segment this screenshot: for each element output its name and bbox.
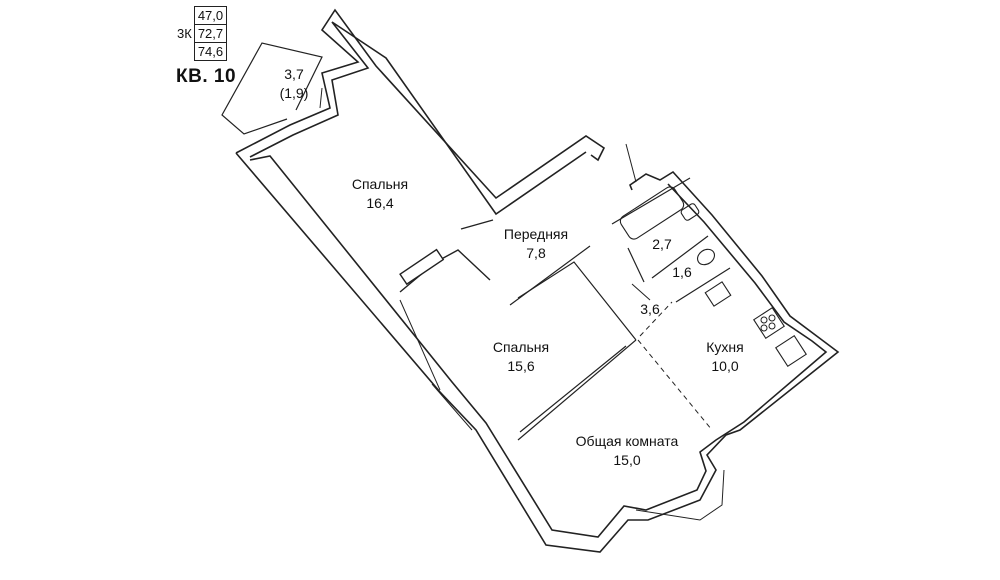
- type-cell-blank-1: [177, 6, 195, 25]
- room-area: 7,8: [526, 245, 546, 261]
- outer-wall-inner: [249, 21, 587, 216]
- wall-bed2-living: [517, 339, 637, 441]
- door-swing-2: [631, 283, 651, 301]
- apartment-number: КВ. 10: [176, 66, 237, 87]
- room-label-living-room: Общая комната 15,0: [562, 432, 692, 470]
- toilet-bowl: [696, 248, 716, 266]
- dashed-divider: [637, 339, 713, 431]
- wall-bed2-living-b: [519, 345, 627, 433]
- room-area: 15,0: [613, 452, 641, 468]
- sink: [680, 203, 700, 221]
- stove: [753, 307, 785, 339]
- dashed-divider-2: [639, 301, 673, 337]
- window-left-2: [431, 383, 473, 431]
- room-label-hallway: Передняя 7,8: [496, 225, 576, 263]
- kitchen-sink: [704, 281, 732, 307]
- room-label-toilet: 1,6: [666, 263, 698, 282]
- room-area: 10,0: [711, 358, 739, 374]
- room-name: Передняя: [503, 226, 569, 242]
- wall-hall-bed2-b: [517, 261, 637, 341]
- room-name: Спальня: [351, 176, 409, 192]
- area-table: 47,0 3К 72,7 74,6: [177, 6, 228, 61]
- wall-toilet: [651, 235, 709, 279]
- area-living: 47,0: [193, 6, 228, 25]
- room-area: 1,6: [672, 264, 692, 280]
- room-name: Спальня: [492, 339, 550, 355]
- wall-block-1: [399, 248, 445, 286]
- room-area: 2,7: [652, 236, 672, 252]
- window-left: [399, 299, 441, 391]
- type-cell-blank-2: [177, 42, 195, 61]
- room-area: 15,6: [507, 358, 535, 374]
- room-subarea: (1,9): [279, 85, 309, 101]
- room-name: Кухня: [706, 339, 744, 355]
- balcony-outline: [221, 42, 323, 135]
- door-swing-1: [625, 143, 637, 183]
- room-label-bedroom-1: Спальня 16,4: [340, 175, 420, 213]
- wall-hall-right: [627, 247, 645, 283]
- fridge: [775, 335, 807, 367]
- room-area: 16,4: [366, 195, 394, 211]
- outer-wall: [235, 8, 606, 200]
- bay-window: [635, 469, 725, 521]
- apartment-type: 3К: [177, 24, 195, 43]
- room-label-corridor: 3,6: [634, 300, 666, 319]
- room-area: 3,6: [640, 301, 660, 317]
- wall-bath: [611, 177, 691, 225]
- outer-wall-left-inner: [249, 155, 828, 538]
- wall-toilet-b: [675, 267, 731, 303]
- bathtub: [619, 186, 685, 240]
- wall-bed1-hall: [460, 219, 494, 230]
- area-total-with-balcony: 74,6: [193, 42, 228, 61]
- door-swing-3: [319, 87, 323, 109]
- room-label-balcony: 3,7 (1,9): [272, 65, 316, 103]
- outer-wall-left: [235, 152, 840, 553]
- area-total: 72,7: [193, 24, 228, 43]
- room-area: 3,7: [284, 66, 304, 82]
- room-label-bathroom: 2,7: [646, 235, 678, 254]
- room-label-kitchen: Кухня 10,0: [690, 338, 760, 376]
- room-label-bedroom-2: Спальня 15,6: [481, 338, 561, 376]
- room-name: Общая комната: [575, 433, 679, 449]
